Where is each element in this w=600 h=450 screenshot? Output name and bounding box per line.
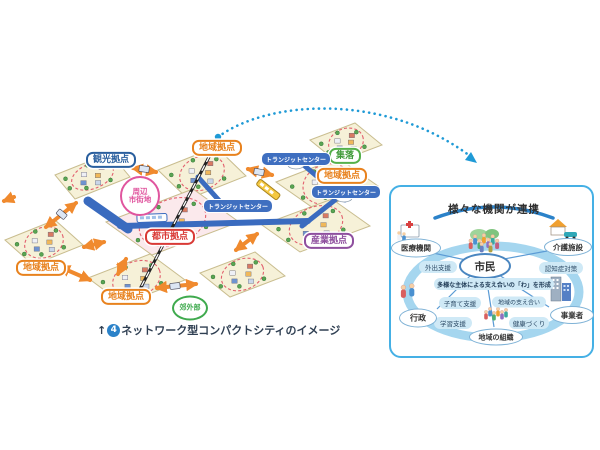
bubble-childcare-support: 子育て支援 <box>439 297 481 309</box>
node-citizens: 市民 <box>459 253 511 279</box>
care-facility-icon <box>549 219 577 240</box>
title-arc <box>433 205 555 220</box>
bubble-dementia-measures: 認知症対策 <box>539 262 583 274</box>
label-village: 集落 <box>328 147 362 165</box>
node-community: 地域の組織 <box>469 328 523 346</box>
bubble-outing-support: 外出支援 <box>419 261 457 273</box>
node-government: 行政 <box>399 308 437 328</box>
business-buildings-icon <box>550 276 571 302</box>
cooperation-diagram-panel: 様々な機関が連携 医療機関 介護施設 行政 事業者 地域の組織 市民 多様な主体… <box>389 185 594 358</box>
truck-icons <box>55 165 265 290</box>
label-regional-hub-right: 地域拠点 <box>316 167 368 185</box>
label-industrial-hub: 産業拠点 <box>303 232 355 250</box>
label-suburb: 郊外部 <box>172 295 208 321</box>
map-plate <box>199 251 286 298</box>
loop-road <box>328 127 364 158</box>
label-transit-center-mid: トランジットセンター <box>203 200 273 212</box>
label-regional-hub-left: 地域拠点 <box>15 259 67 277</box>
caption-number-badge: 4 <box>107 323 121 337</box>
panel-band-text: 多様な主体による支え合いの「わ」を形成 <box>434 278 554 290</box>
bubble-community-mutual-support: 地域の支え合い <box>492 296 546 308</box>
label-transit-center-right: トランジットセンター <box>311 186 381 198</box>
label-regional-hub-bottom: 地域拠点 <box>100 288 152 306</box>
panel-title: 様々な機関が連携 <box>448 203 540 216</box>
citizens-crowd-icon <box>468 233 500 253</box>
dotted-callout-arrow <box>214 107 477 163</box>
figure-caption: ↑ 4 ネットワーク型コンパクトシティのイメージ <box>97 322 340 338</box>
train-icon <box>256 179 281 201</box>
node-medical: 医療機関 <box>391 238 441 258</box>
label-transit-center-top: トランジットセンター <box>261 153 331 165</box>
train-icon <box>136 213 168 223</box>
label-surrounding-urban-area: 周辺市街地 <box>120 176 160 216</box>
loop-road <box>24 226 64 259</box>
community-crowd-icon <box>484 307 508 321</box>
node-business: 事業者 <box>550 306 594 324</box>
caption-up-arrow: ↑ <box>97 323 107 337</box>
loop-road <box>71 161 114 191</box>
bubble-health-promotion: 健康づくり <box>509 317 549 329</box>
caption-text: ネットワーク型コンパクトシティのイメージ <box>121 324 341 337</box>
map-plate <box>4 219 84 266</box>
government-people-icon <box>400 283 415 298</box>
loop-road <box>220 257 265 292</box>
node-care: 介護施設 <box>544 238 592 256</box>
bubble-learning-support: 学習支援 <box>434 317 472 329</box>
label-urban-hub: 都市拠点 <box>144 228 196 246</box>
label-regional-hub-top: 地域拠点 <box>191 139 243 157</box>
label-tourism-hub: 観光拠点 <box>85 151 137 169</box>
